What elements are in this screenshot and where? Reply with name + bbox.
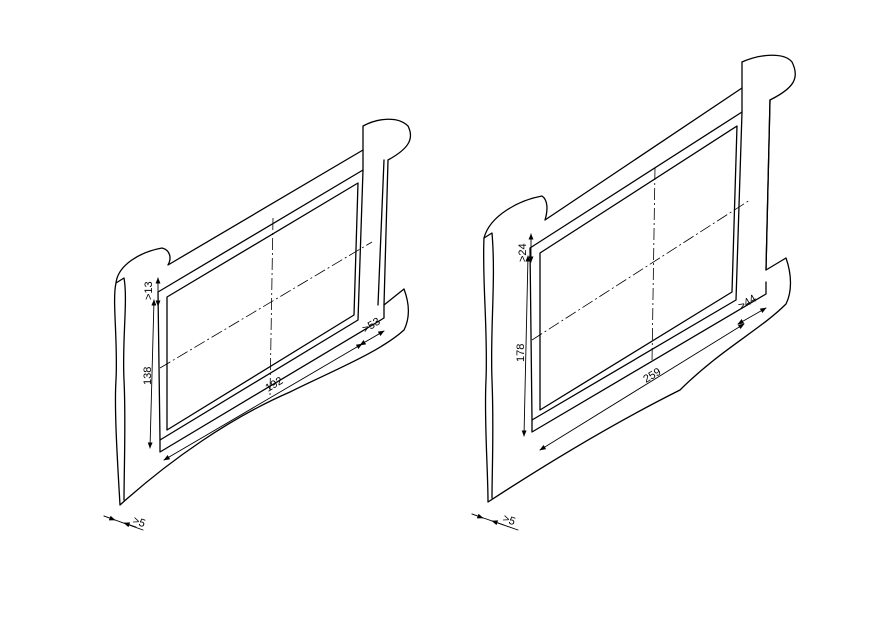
large-frame-bottom-rail	[531, 281, 767, 433]
small-thickness-arrow-right	[123, 522, 137, 528]
small-frame-drawing: >13 138 192 >53 >5	[103, 118, 412, 531]
large-thickness-label: >5	[501, 513, 517, 529]
large-frame-drawing: >24 178 259 >44 >5	[471, 54, 796, 531]
large-width-label: 259	[641, 366, 663, 386]
large-height-line	[521, 255, 531, 437]
large-height-label: 178	[515, 344, 527, 362]
small-thickness-arrow-left	[103, 515, 116, 521]
large-frame-opening-inner	[539, 125, 738, 411]
small-frame-thickness-edge	[115, 277, 127, 501]
large-frame-thickness-edge	[483, 232, 495, 499]
large-frame-opening-outer	[529, 111, 743, 421]
large-frame-center-horizontal	[531, 199, 751, 341]
small-frame-center-vertical	[269, 217, 274, 396]
small-frame-opening-inner	[166, 182, 359, 431]
small-side-offset-line	[359, 330, 385, 346]
small-thickness-label: >5	[131, 515, 147, 531]
small-frame-center-horizontal	[159, 241, 373, 369]
small-top-offset-label: >13	[143, 281, 155, 300]
large-side-offset-label: >44	[736, 293, 758, 313]
small-height-line	[147, 299, 157, 449]
large-width-line	[539, 323, 745, 451]
small-width-label: 192	[263, 375, 285, 395]
large-side-offset-line	[737, 307, 767, 325]
large-thickness-arrow-left	[471, 513, 484, 519]
small-width-line	[163, 343, 363, 461]
small-height-label: 138	[142, 367, 154, 385]
small-frame-outline	[113, 118, 412, 506]
large-top-offset-label: >24	[517, 243, 529, 262]
large-frame-center-vertical	[651, 167, 656, 363]
small-frame-opening-outer	[157, 169, 364, 441]
large-frame-outline	[482, 54, 796, 503]
large-thickness-arrow-right	[491, 520, 505, 526]
small-frame-post-edge	[362, 149, 385, 306]
small-side-offset-label: >53	[360, 316, 382, 336]
large-frame-post-edge	[741, 87, 771, 271]
